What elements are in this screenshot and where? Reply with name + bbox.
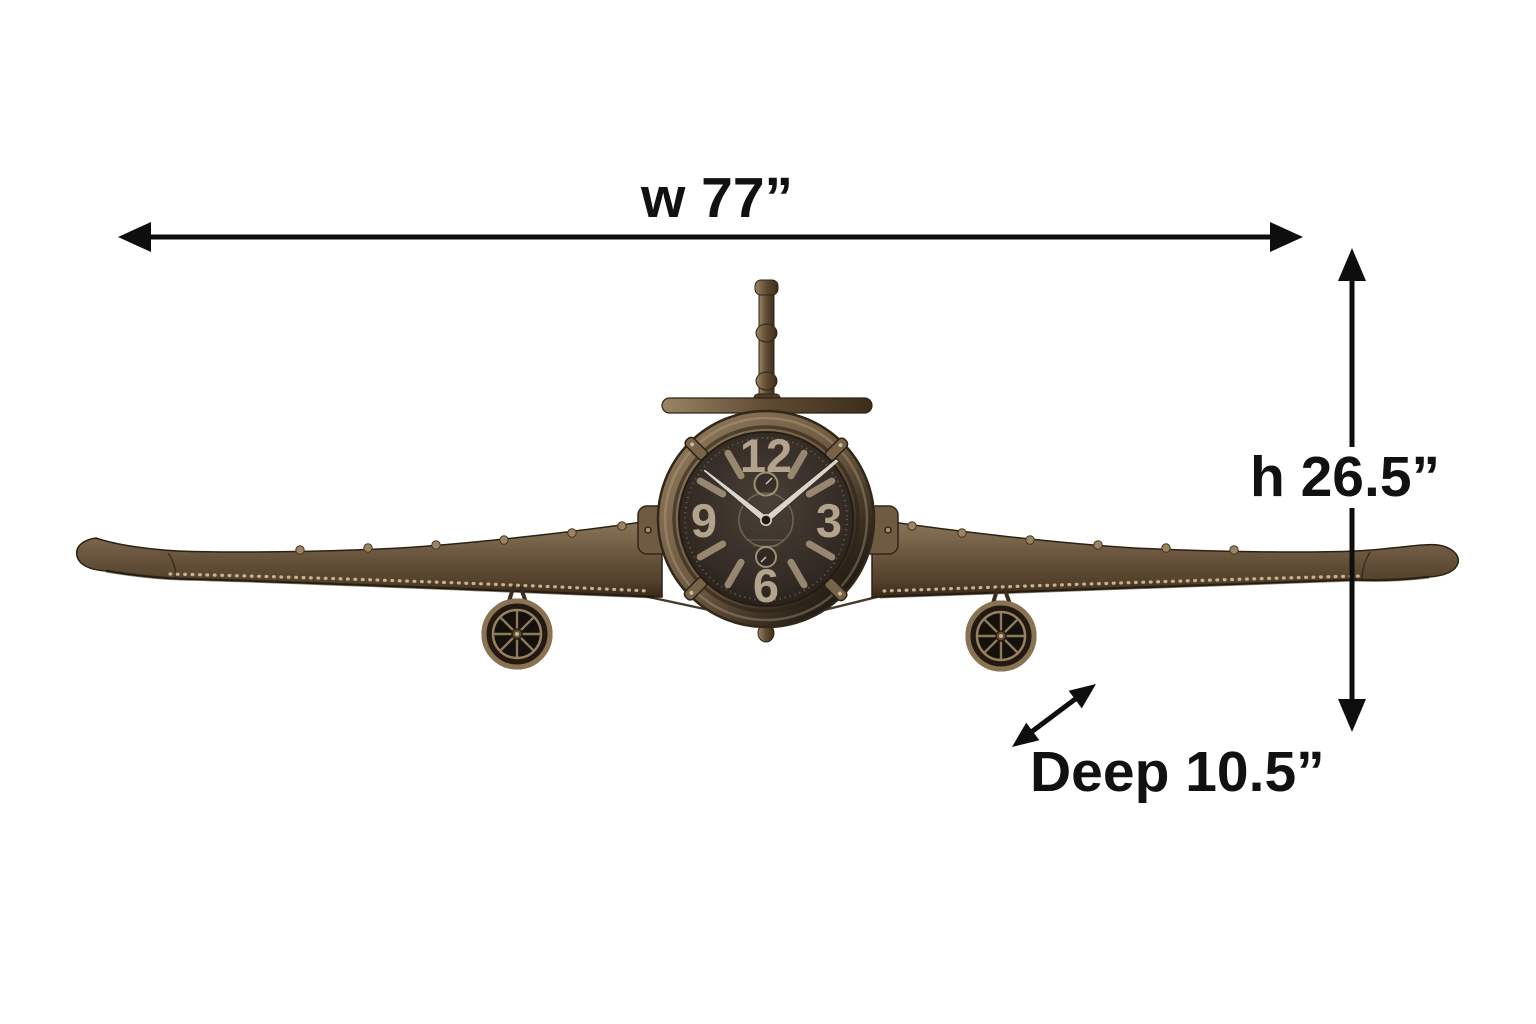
- width-dimension-label: w 77”: [640, 166, 794, 230]
- tail-fin: [754, 279, 779, 407]
- landing-gear: [483, 586, 1036, 671]
- bezel-clamps: [683, 436, 849, 602]
- clock-hands: [702, 458, 840, 526]
- clock-numeral-3: 3: [816, 494, 842, 547]
- sub-dials: [738, 471, 794, 568]
- depth-dimension-label: Deep 10.5”: [1030, 740, 1325, 804]
- height-dimension-label: h 26.5”: [1237, 447, 1453, 508]
- left-wing: [75, 518, 663, 599]
- clock: 12 3 6 9: [656, 409, 876, 629]
- clock-numeral-9: 9: [691, 494, 717, 547]
- hour-markers: [696, 449, 836, 589]
- horizontal-double-arrow-icon: [118, 222, 1303, 252]
- diagonal-double-arrow-icon: [1012, 684, 1096, 747]
